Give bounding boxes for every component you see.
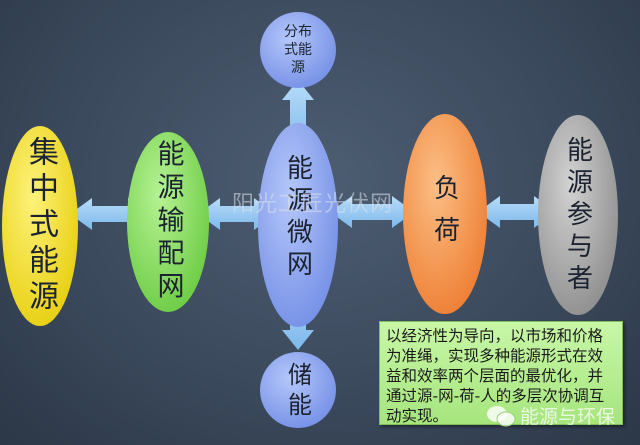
- node-microgrid: [258, 123, 338, 327]
- label-transmission: 能源输配网: [152, 139, 184, 305]
- label-distributed-line: 式能: [284, 42, 312, 58]
- node-participants: [538, 115, 618, 315]
- label-distributed: 分布 式能 源: [276, 23, 320, 77]
- wechat-watermark-text: 能源与环保: [520, 406, 616, 428]
- wechat-icon: [487, 405, 516, 426]
- label-distributed-line: 源: [291, 60, 305, 76]
- watermark: 阳光工匠光伏网: [232, 192, 394, 217]
- label-distributed-line: 分布: [284, 24, 312, 40]
- arrow-microgrid-load: [330, 196, 414, 228]
- node-transmission: [127, 132, 209, 312]
- arrow-transmission-microgrid: [198, 198, 276, 230]
- label-load: 负荷: [429, 174, 460, 258]
- node-storage: [260, 352, 336, 428]
- arrow-load-participants: [478, 196, 556, 228]
- label-centralized: 集中式能源: [23, 136, 58, 316]
- wechat-watermark: 能源与环保: [486, 402, 615, 429]
- node-centralized: [2, 126, 78, 326]
- node-distributed: [260, 12, 336, 88]
- node-load: [403, 114, 487, 314]
- label-microgrid: 能源微网: [282, 154, 313, 282]
- note-box: 以经济性为导向，以市场和价格为准绳，实现多种能源形式在效益和效率两个层面的最优化…: [379, 321, 623, 425]
- label-participants: 能源参与者: [562, 136, 593, 296]
- label-storage: 储能: [283, 362, 312, 422]
